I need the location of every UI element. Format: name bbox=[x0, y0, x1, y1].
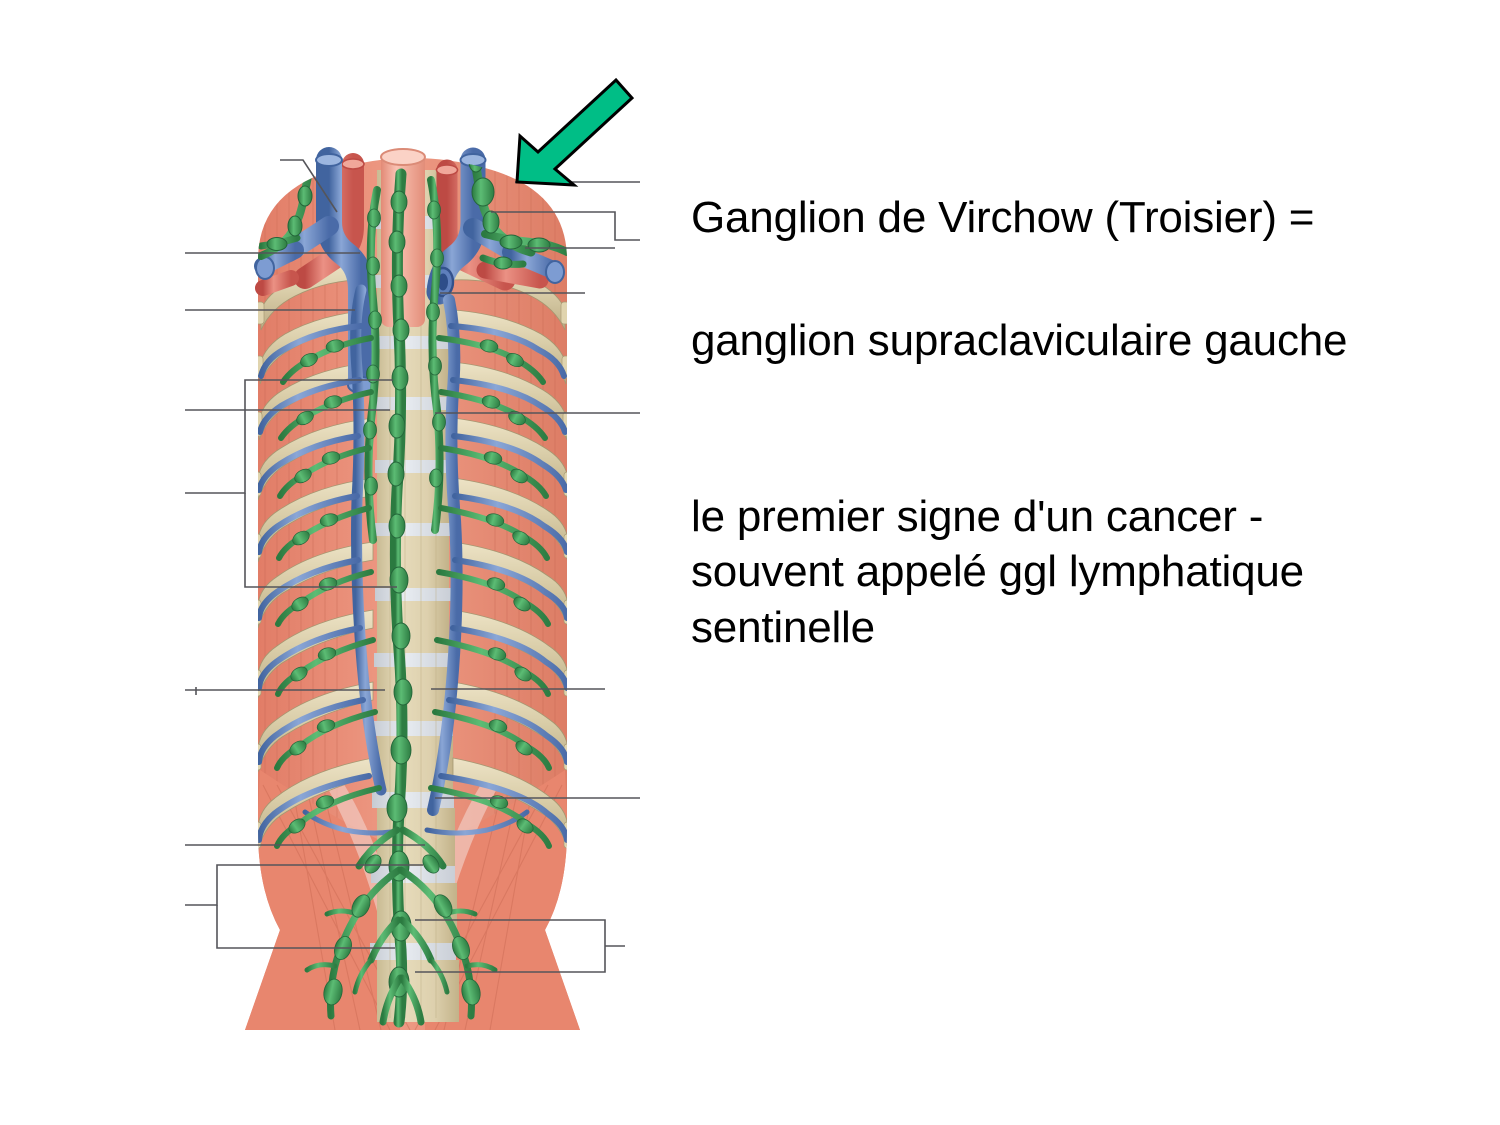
leader-line-left-9b bbox=[216, 905, 395, 949]
lymphatic-system bbox=[257, 158, 571, 1028]
vein-left-brachiocephalic bbox=[426, 147, 565, 816]
leader-line-left-5 bbox=[185, 379, 393, 494]
leader-line-left-9a bbox=[185, 864, 423, 906]
leader-lines-left bbox=[185, 159, 425, 949]
text-paragraph-sentinel-node: le premier signe d'un cancer - souvent a… bbox=[691, 491, 1304, 652]
intercostal-veins bbox=[256, 323, 570, 843]
right-lymphatic-chain bbox=[363, 186, 382, 544]
virchow-node bbox=[471, 177, 495, 207]
text-line-virchow-definition: Ganglion de Virchow (Troisier) = bbox=[691, 193, 1315, 242]
left-lymphatic-chain bbox=[426, 176, 446, 534]
thoracic-lymphatic-anatomy-illustration bbox=[185, 130, 640, 1030]
leader-lines-right bbox=[415, 181, 640, 973]
anatomy-svg bbox=[185, 147, 640, 1030]
leader-line-left-1 bbox=[280, 159, 338, 213]
text-line-supraclavicular: ganglion supraclaviculaire gauche bbox=[691, 316, 1348, 366]
text-column: Ganglion de Virchow (Troisier) = ganglio… bbox=[691, 190, 1481, 655]
leader-line-right-2a bbox=[491, 211, 640, 241]
leader-line-left-6 bbox=[244, 493, 397, 588]
lumbar-lymphatic-trunks bbox=[304, 826, 498, 1026]
